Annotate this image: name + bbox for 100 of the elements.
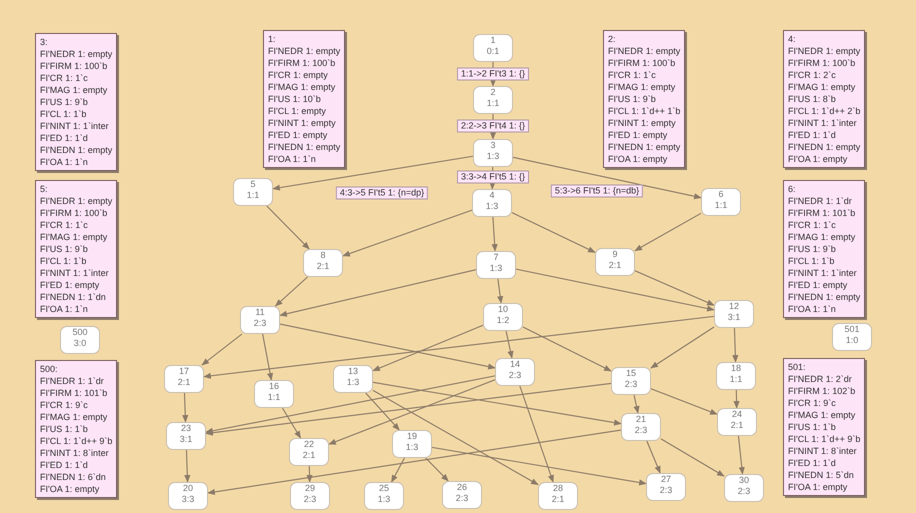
arrow: [280, 324, 496, 370]
state-node: [595, 248, 635, 276]
arrow: [733, 390, 740, 409]
arrow: [634, 212, 702, 252]
arc-count: 2:1: [302, 450, 316, 461]
state-number: 21: [634, 414, 647, 425]
state-node: [164, 365, 204, 393]
state-node: [538, 482, 578, 510]
arc-count: 2:1: [608, 260, 622, 271]
arc-count: 2:3: [508, 370, 522, 381]
marking-text: FI'ED 1: 1`d: [40, 132, 89, 144]
arc-count: 2:3: [624, 379, 638, 390]
state-number: 2: [489, 87, 496, 98]
state-number: 22: [302, 439, 315, 450]
state-info-box: [603, 30, 686, 168]
state-node: [476, 251, 516, 279]
edge-label: 3:3->4 FI't5 1: {}: [457, 170, 529, 184]
arrow: [660, 438, 725, 477]
arc-count: 1:0: [844, 335, 860, 346]
marking-text: FI'US 1: 10`b: [268, 93, 322, 105]
state-info-box: [783, 180, 866, 318]
marking-text: FI'OA 1: empty: [608, 153, 668, 165]
marking-text: 1:: [268, 33, 277, 45]
arrow: [262, 334, 274, 381]
state-number: 20: [182, 483, 194, 494]
marking-text: FI'FIRM 1: 100`b: [788, 57, 856, 69]
marking-text: FI'FIRM 1: 100`b: [268, 57, 336, 69]
marking-text: FI'US 1: 9`b: [788, 243, 837, 255]
state-info-box: [35, 360, 118, 498]
marking-text: FI'FIRM 1: 101`b: [40, 387, 108, 399]
marking-text: FI'CL 1: empty: [268, 105, 327, 117]
marking-text: FI'NINT 1: 1`inter: [788, 267, 858, 279]
state-node: [333, 365, 373, 393]
marking-text: FI'MAG 1: empty: [40, 411, 108, 423]
marking-text: FI'CL 1: 1`b: [788, 255, 836, 267]
arrow: [274, 276, 308, 307]
marking-text: FI'FIRM 1: 102`b: [788, 385, 856, 397]
arrow: [391, 458, 405, 483]
arrow: [519, 386, 554, 483]
state-number: 11: [254, 307, 266, 318]
state-info-box: [35, 180, 118, 318]
marking-text: FI'ED 1: empty: [268, 129, 328, 141]
arrow: [372, 382, 622, 426]
marking-text: FI'NEDN 1: 5`dn: [788, 469, 855, 481]
state-node: [60, 326, 100, 354]
arrow: [650, 326, 714, 368]
marking-text: FI'MAG 1: empty: [788, 81, 856, 93]
marking-text: FI'NEDN 1: 1`dn: [40, 291, 107, 303]
arc-count: 1:3: [484, 201, 500, 212]
marking-text: FI'ED 1: 1`d: [788, 129, 837, 141]
arrow: [634, 270, 715, 306]
marking-text: FI'CR 1: 1`c: [40, 72, 89, 84]
arrow: [506, 330, 514, 359]
arrow: [492, 216, 498, 252]
marking-text: FI'NEDN 1: empty: [608, 141, 680, 153]
marking-text: FI'CR 1: 1`c: [40, 219, 89, 231]
state-number: 19: [406, 431, 418, 442]
marking-text: FI'CL 1: 1`d++ 9`b: [40, 435, 112, 447]
state-number: 3: [489, 140, 496, 151]
arrow: [512, 212, 596, 253]
arrow: [432, 446, 647, 486]
state-node: [473, 86, 513, 114]
arc-count: 3:1: [178, 434, 194, 445]
marking-text: 5:: [40, 183, 49, 195]
state-number: 23: [180, 423, 192, 434]
marking-text: FI'NEDN 1: empty: [788, 291, 860, 303]
state-node: [472, 189, 512, 217]
marking-text: FI'NEDN 1: empty: [788, 141, 860, 153]
arc-count: 3:0: [72, 338, 88, 349]
marking-text: 4:: [788, 33, 797, 45]
marking-text: FI'ED 1: empty: [40, 279, 100, 291]
state-info-box: [783, 358, 866, 496]
state-node: [646, 473, 686, 501]
state-number: 15: [624, 368, 637, 379]
arrow: [522, 326, 612, 372]
arc-count: 2:1: [176, 377, 192, 388]
state-number: 25: [378, 483, 390, 494]
marking-text: FI'CR 1: 1`c: [788, 219, 837, 231]
state-number: 18: [730, 363, 742, 374]
state-node: [832, 323, 872, 351]
arrow: [738, 436, 745, 475]
marking-text: FI'NINT 1: 1`inter: [40, 120, 110, 132]
arrow: [732, 328, 738, 363]
marking-text: FI'CL 1: 1`d++ 1`b: [608, 105, 680, 117]
state-node: [716, 362, 756, 390]
marking-text: FI'CR 1: 9`c: [40, 399, 89, 411]
arrow: [372, 324, 484, 372]
state-node: [233, 178, 273, 206]
edge-label: 5:3->6 FI't5 1: {n=db}: [550, 184, 644, 198]
marking-text: FI'US 1: 1`b: [788, 421, 837, 433]
state-node: [724, 474, 764, 502]
marking-text: FI'CR 1: empty: [268, 69, 329, 81]
state-number: 12: [728, 301, 740, 312]
marking-text: FI'NINT 1: 8`inter: [40, 447, 110, 459]
arrow: [633, 394, 640, 414]
arrow: [497, 278, 504, 304]
arc-count: 1:3: [404, 442, 420, 453]
state-node: [392, 430, 432, 458]
marking-text: FI'NINT 1: empty: [608, 117, 677, 129]
marking-text: FI'ED 1: 1`d: [40, 459, 89, 471]
